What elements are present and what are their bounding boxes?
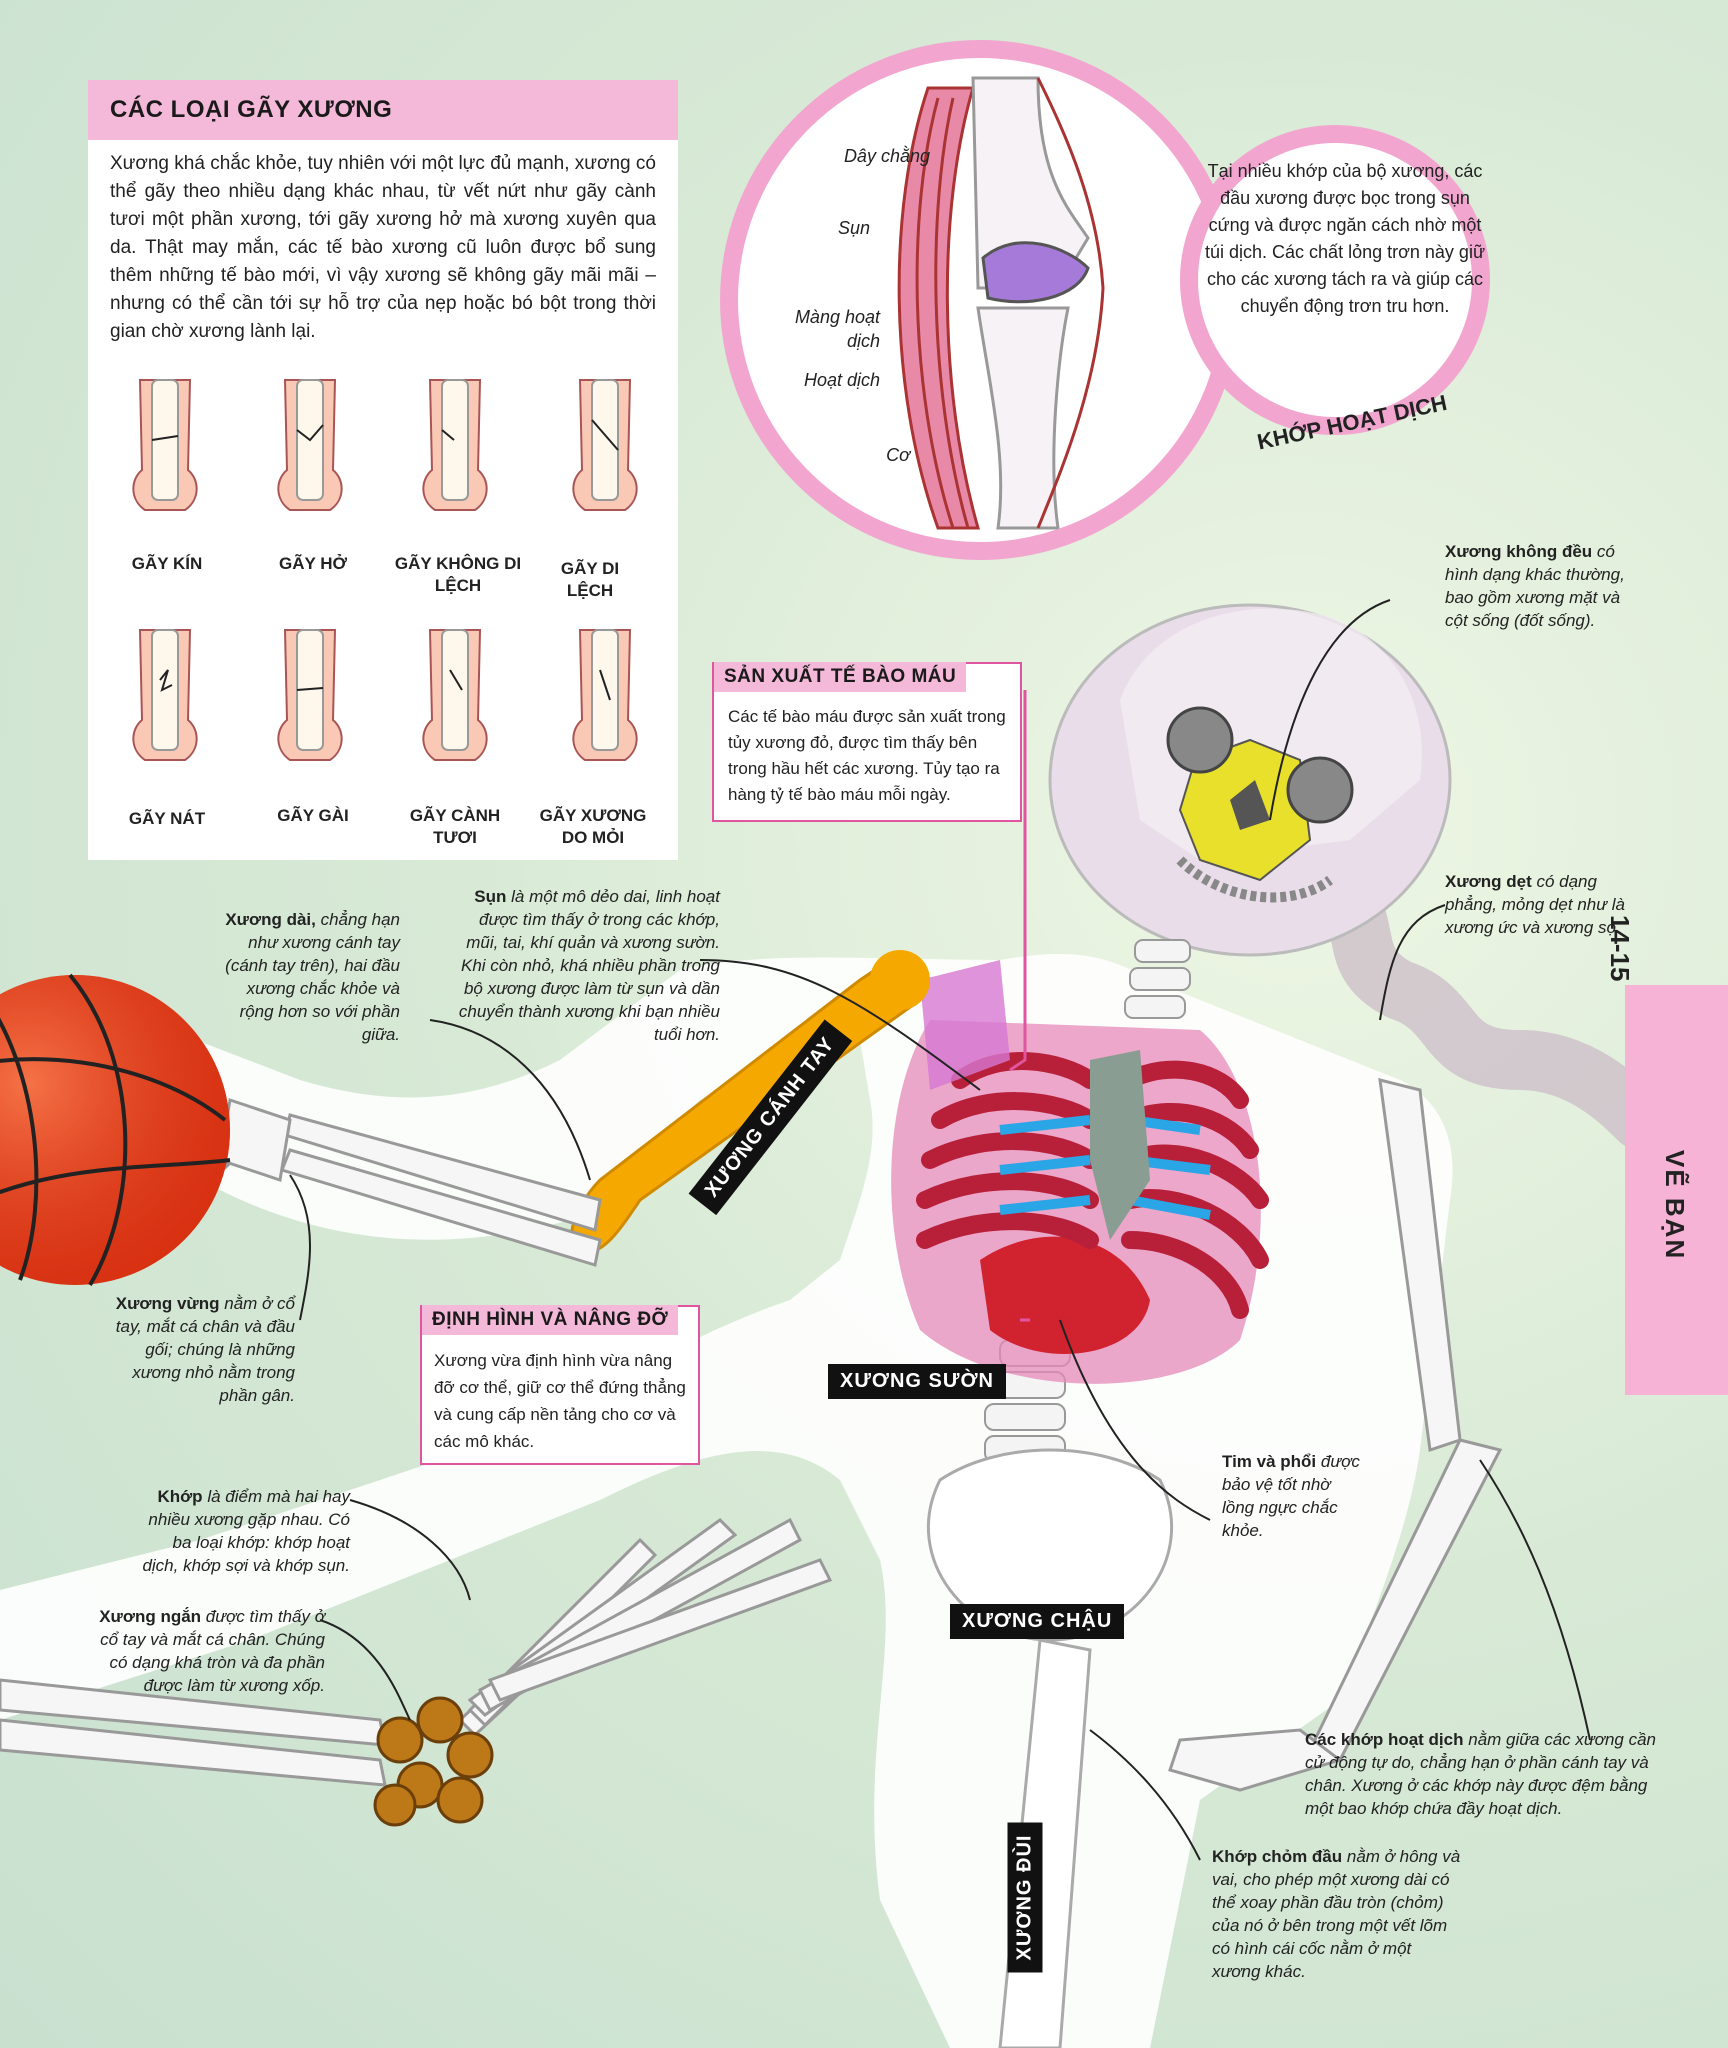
support-box: ĐỊNH HÌNH VÀ NÂNG ĐỠ Xương vừa định hình… (420, 1305, 700, 1465)
note-irregular-bone-title: Xương không đều (1445, 542, 1593, 561)
note-flat-bone-title: Xương dẹt (1445, 872, 1532, 891)
note-cartilage-text: là một mô dẻo dai, linh hoạt được tìm th… (458, 887, 720, 1044)
note-cartilage-title: Sụn (474, 887, 507, 906)
fracture-box-title: CÁC LOẠI GÃY XƯƠNG (88, 80, 678, 140)
fracture-label-stress: GÃY XƯƠNG DO MỎI (539, 806, 647, 847)
note-joint-text: là điểm mà hai hay nhiều xương gặp nhau.… (142, 1487, 350, 1575)
note-joint-title: Khớp (157, 1487, 203, 1506)
note-ball-socket-text: nằm ở hông và vai, cho phép một xương dà… (1212, 1847, 1461, 1981)
support-box-text: Xương vừa định hình vừa nâng đỡ cơ thể, … (434, 1351, 686, 1451)
joint-label-synovial-membrane: Màng hoạt dịch (794, 307, 880, 351)
note-sesamoid-bone: Xương vừng nằm ở cổ tay, mắt cá chân và … (105, 1292, 295, 1407)
joint-label-synovial-fluid: Hoạt dịch (803, 370, 880, 390)
note-flat-bone: Xương dẹt có dạng phẳng, mỏng dẹt như là… (1445, 870, 1625, 939)
note-short-bone: Xương ngắn được tìm thấy ở cổ tay và mắt… (80, 1605, 325, 1697)
section-tab-label: VẼ BẠN (1660, 1150, 1690, 1261)
joint-label-ligament: Dây chằng (843, 146, 930, 166)
page-number: 14-15 (1605, 915, 1635, 982)
note-flat-bone-text: có dạng phẳng, mỏng dẹt như là xương ức … (1445, 872, 1625, 937)
blood-box-title: SẢN XUẤT TẾ BÀO MÁU (714, 662, 967, 692)
fracture-label-comminuted: GÃY NÁT (128, 809, 206, 828)
fracture-illustrations (132, 379, 638, 761)
fracture-label-impacted: GÃY GÀI (277, 806, 349, 825)
note-irregular-bone-text: có hình dạng khác thường, bao gồm xương … (1445, 542, 1625, 630)
fracture-label-open: GÃY HỞ (278, 554, 348, 573)
joint-label-cartilage: Sụn (837, 218, 870, 238)
note-sesamoid-bone-title: Xương vừng (115, 1294, 220, 1313)
note-ball-socket: Khớp chỏm đầu nằm ở hông và vai, cho phé… (1212, 1845, 1462, 1983)
fracture-box-text: Xương khá chắc khỏe, tuy nhiên với một l… (110, 153, 656, 342)
fracture-label-closed: GÃY KÍN (131, 554, 203, 573)
joint-illustration (897, 76, 1105, 530)
label-pelvis: XƯƠNG CHẬU (950, 1604, 1125, 1639)
joint-label-muscle: Cơ (886, 445, 910, 465)
note-long-bone: Xương dài, chẳng hạn như xương cánh tay … (215, 908, 400, 1046)
note-heart-lungs-text: được bảo vệ tốt nhờ lồng ngực chắc khỏe. (1222, 1452, 1360, 1540)
note-sesamoid-bone-text: nằm ở cổ tay, mắt cá chân và đầu gối; ch… (115, 1294, 295, 1405)
note-synovial-joints: Các khớp hoạt dịch nằm giữa các xương cầ… (1305, 1728, 1665, 1820)
blood-box-text: Các tế bào máu được sản xuất trong tủy x… (728, 707, 1006, 804)
joint-description: Tại nhiều khớp của bộ xương, các đầu xươ… (1205, 161, 1485, 316)
note-heart-lungs-title: Tim và phổi (1222, 1452, 1317, 1471)
note-irregular-bone: Xương không đều có hình dạng khác thường… (1445, 540, 1645, 632)
note-heart-lungs: Tim và phổi được bảo vệ tốt nhờ lồng ngự… (1222, 1450, 1362, 1542)
note-long-bone-text: chẳng hạn như xương cánh tay (cánh tay t… (225, 910, 400, 1044)
fracture-label-nondisplaced: GÃY KHÔNG DI LỆCH (394, 554, 522, 595)
fracture-label-greenstick: GÃY CÀNH TƯƠI (409, 806, 501, 847)
label-femur: XƯƠNG ĐÙI (1007, 1822, 1043, 1973)
note-short-bone-text: được tìm thấy ở cổ tay và mắt cá chân. C… (100, 1607, 325, 1695)
joint-diagram-circle (720, 40, 1240, 560)
note-cartilage: Sụn là một mô dẻo dai, linh hoạt được tì… (445, 885, 720, 1046)
note-joint: Khớp là điểm mà hai hay nhiều xương gặp … (135, 1485, 350, 1577)
note-short-bone-title: Xương ngắn (99, 1607, 202, 1626)
support-box-title: ĐỊNH HÌNH VÀ NÂNG ĐỠ (422, 1305, 679, 1335)
note-ball-socket-title: Khớp chỏm đầu (1212, 1847, 1343, 1866)
note-synovial-joints-text: nằm giữa các xương cần cử động tự do, ch… (1305, 1730, 1656, 1818)
note-long-bone-title: Xương dài, (225, 910, 316, 929)
fracture-label-displaced: GÃY DI LỆCH (560, 559, 620, 600)
note-synovial-joints-title: Các khớp hoạt dịch (1305, 1730, 1464, 1749)
blood-box: SẢN XUẤT TẾ BÀO MÁU Các tế bào máu được … (712, 662, 1022, 822)
label-ribs: XƯƠNG SƯỜN (828, 1364, 1006, 1399)
section-tab (1625, 985, 1728, 1395)
